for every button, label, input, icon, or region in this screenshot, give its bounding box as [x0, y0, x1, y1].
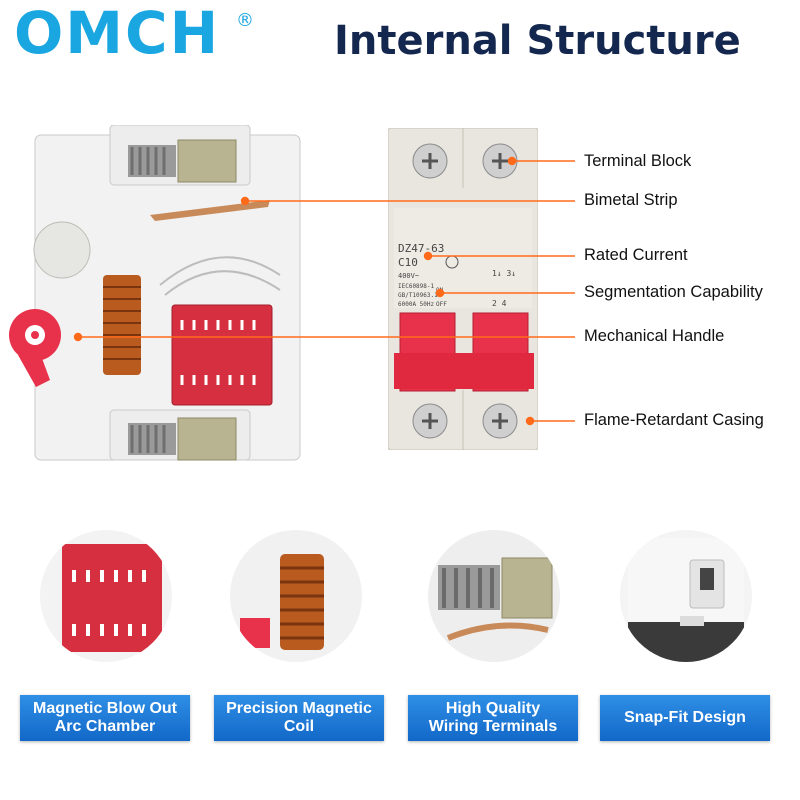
callout-mechanical-handle: Mechanical Handle	[584, 327, 725, 345]
breaker-model-label: DZ47-63	[398, 242, 444, 255]
breaker-poles-top-label: 1↓ 3↓	[492, 269, 516, 278]
feature-high-quality-wiring-terminals: High Quality Wiring Terminals	[408, 695, 578, 741]
feature-magnetic-blow-out-arc-chamber: Magnetic Blow Out Arc Chamber	[20, 695, 190, 741]
callout-rated-current: Rated Current	[584, 246, 688, 264]
magnetic-coil-icon	[103, 275, 141, 375]
wiring-terminal-thumbnail	[428, 530, 560, 662]
callout-flame-retardant-casing: Flame-Retardant Casing	[584, 411, 764, 429]
callout-segmentation-capability: Segmentation Capability	[584, 283, 763, 301]
feature-line2: Arc Chamber	[54, 718, 156, 735]
feature-line1: Snap-Fit Design	[624, 708, 746, 726]
magnetic-coil-thumbnail	[230, 530, 362, 662]
feature-line2: Coil	[283, 718, 315, 735]
snap-fit-thumbnail	[620, 530, 752, 662]
feature-line1: Precision Magnetic	[226, 699, 372, 717]
callout-terminal-block: Terminal Block	[584, 152, 692, 170]
breaker-standard1-label: IEC60898-1	[398, 283, 435, 290]
breaker-capacity-label: 6000A 50Hz	[398, 301, 435, 308]
mechanism-icon	[33, 221, 91, 279]
mechanical-handle-icon	[9, 309, 61, 387]
arc-chamber-icon	[171, 304, 273, 406]
breaker-rating-label: C10	[398, 256, 418, 269]
callout-bimetal-strip: Bimetal Strip	[584, 191, 678, 209]
brand-logo: OMCH	[14, 0, 221, 67]
breaker-standard2-label: GB/T10963.1	[398, 292, 438, 299]
feature-line1: High Quality	[445, 699, 541, 717]
breaker-cutaway-illustration	[9, 125, 301, 461]
bottom-terminal-screw-icon	[128, 417, 237, 461]
breaker-front-view: DZ47-63 C10 400V~ IEC60898-1 GB/T10963.1…	[388, 128, 538, 450]
arc-chamber-thumbnail	[40, 530, 172, 662]
feature-line1: Magnetic Blow Out	[33, 699, 177, 717]
breaker-off-label: OFF	[436, 301, 447, 308]
registered-mark: ®	[236, 10, 254, 31]
breaker-poles-bottom-label: 2 4	[492, 299, 507, 308]
feature-precision-magnetic-coil: Precision Magnetic Coil	[214, 695, 384, 741]
top-terminal-screw-icon	[128, 139, 237, 183]
bimetal-strip-icon	[150, 200, 270, 221]
feature-snap-fit-design: Snap-Fit Design	[600, 695, 770, 741]
feature-line2: Wiring Terminals	[428, 718, 558, 735]
callout-lines	[73, 156, 575, 426]
breaker-voltage-label: 400V~	[398, 272, 419, 280]
page-title: Internal Structure	[334, 18, 741, 64]
